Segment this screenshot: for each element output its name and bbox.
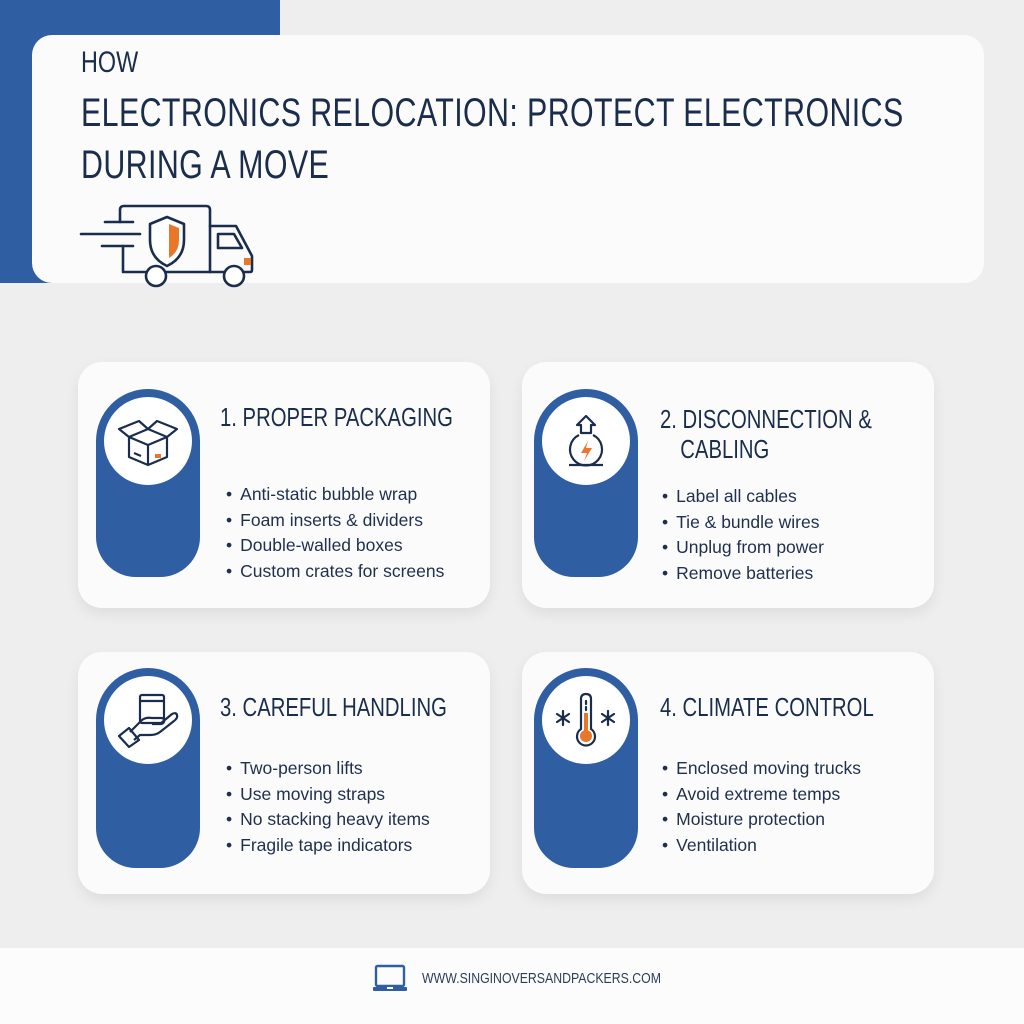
icon-pill xyxy=(534,668,638,868)
moving-truck-shield-icon xyxy=(79,204,254,288)
list-item: Anti-static bubble wrap xyxy=(226,482,444,508)
list-item: Avoid extreme temps xyxy=(662,782,861,808)
list-item: Moisture protection xyxy=(662,807,861,833)
icon-circle xyxy=(104,397,192,485)
list-item: Two-person lifts xyxy=(226,756,430,782)
website-url[interactable]: WWW.SINGINOVERSANDPACKERS.COM xyxy=(422,969,661,987)
card-title-line-2: CABLING xyxy=(680,434,770,464)
bullet-list: Label all cables Tie & bundle wires Unpl… xyxy=(662,484,824,586)
page-title: ELECTRONICS RELOCATION: PROTECT ELECTRON… xyxy=(81,87,947,191)
card-title: 2. DISCONNECTION & CABLING xyxy=(660,404,872,464)
list-item: Enclosed moving trucks xyxy=(662,756,861,782)
thermometer-snowflake-icon xyxy=(555,692,616,747)
card-title: 1. PROPER PACKAGING xyxy=(220,402,453,432)
card-title: 4. CLIMATE CONTROL xyxy=(660,692,874,722)
snowflake-icon xyxy=(555,709,571,727)
list-item: Foam inserts & dividers xyxy=(226,508,444,534)
laptop-icon xyxy=(373,964,407,991)
title-line-2: DURING A MOVE xyxy=(81,143,330,187)
icon-circle xyxy=(542,676,630,764)
open-box-icon xyxy=(117,419,179,467)
card-careful-handling: 3. CAREFUL HANDLING Two-person lifts Use… xyxy=(78,652,490,894)
list-item: Ventilation xyxy=(662,833,861,859)
list-item: Custom crates for screens xyxy=(226,559,444,585)
power-plug-lightning-icon xyxy=(568,414,604,467)
icon-circle xyxy=(104,676,192,764)
bullet-list: Two-person lifts Use moving straps No st… xyxy=(226,756,430,858)
card-title: 3. CAREFUL HANDLING xyxy=(220,692,447,722)
icon-circle xyxy=(542,397,630,485)
list-item: Fragile tape indicators xyxy=(226,833,430,859)
card-proper-packaging: 1. PROPER PACKAGING Anti-static bubble w… xyxy=(78,362,490,608)
list-item: Tie & bundle wires xyxy=(662,510,824,536)
header-card: HOW ELECTRONICS RELOCATION: PROTECT ELEC… xyxy=(32,35,984,283)
list-item: Label all cables xyxy=(662,484,824,510)
bullet-list: Enclosed moving trucks Avoid extreme tem… xyxy=(662,756,861,858)
card-climate-control: 4. CLIMATE CONTROL Enclosed moving truck… xyxy=(522,652,934,894)
icon-pill xyxy=(96,668,200,868)
card-title-line-1: 2. DISCONNECTION & xyxy=(660,404,872,434)
card-disconnection-cabling: 2. DISCONNECTION & CABLING Label all cab… xyxy=(522,362,934,608)
hand-holding-box-icon xyxy=(117,693,179,748)
bullet-list: Anti-static bubble wrap Foam inserts & d… xyxy=(226,482,444,584)
list-item: Double-walled boxes xyxy=(226,533,444,559)
list-item: No stacking heavy items xyxy=(226,807,430,833)
list-item: Unplug from power xyxy=(662,535,824,561)
icon-pill xyxy=(96,389,200,577)
list-item: Use moving straps xyxy=(226,782,430,808)
footer-link[interactable]: WWW.SINGINOVERSANDPACKERS.COM xyxy=(372,964,713,992)
footer: WWW.SINGINOVERSANDPACKERS.COM xyxy=(0,948,1024,1024)
header-kicker: HOW xyxy=(81,46,139,79)
list-item: Remove batteries xyxy=(662,561,824,587)
title-line-1: ELECTRONICS RELOCATION: PROTECT ELECTRON… xyxy=(81,91,904,135)
icon-pill xyxy=(534,389,638,577)
